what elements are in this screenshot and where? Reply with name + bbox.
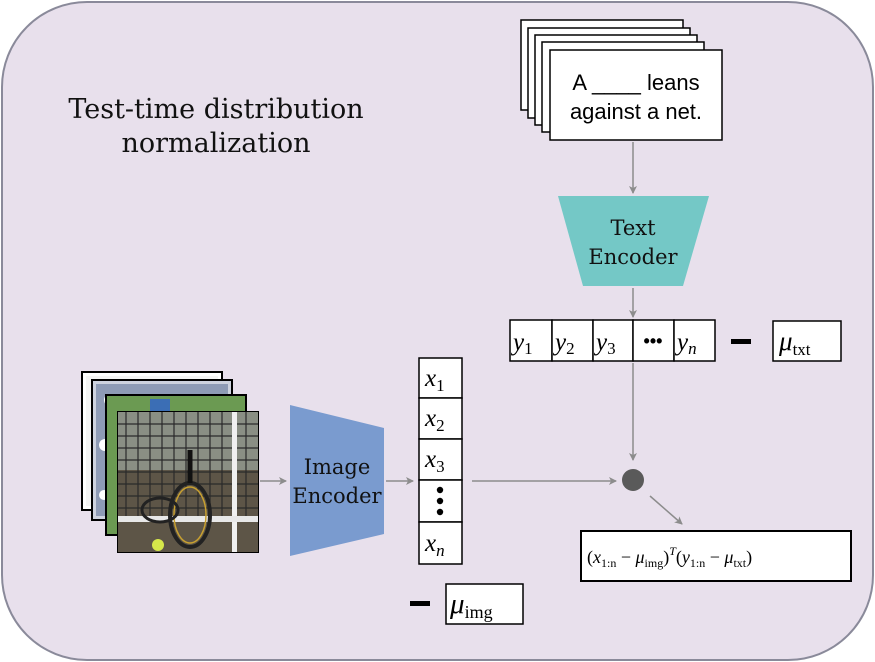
mu-img-label: μimg bbox=[449, 588, 493, 622]
image-embedding-vector: x1 x2 x3 xn bbox=[418, 357, 463, 565]
dot-product-node-icon bbox=[622, 469, 644, 491]
arrow-dot-to-formula bbox=[649, 495, 683, 525]
text-embedding-y2: y2 bbox=[552, 329, 575, 358]
text-embedding-y1: y1 bbox=[510, 329, 533, 358]
diagram-title-line2: normalization bbox=[122, 128, 311, 159]
text-embedding-y3: y3 bbox=[593, 329, 616, 358]
minus-sign-text bbox=[731, 339, 751, 344]
image-embedding-ellipsis bbox=[436, 486, 444, 516]
image-embedding-xn: xn bbox=[424, 530, 445, 560]
text-embedding-ellipsis: ••• bbox=[644, 331, 663, 351]
text-embedding-yn: yn bbox=[674, 329, 697, 358]
image-encoder-label-line2: Encoder bbox=[292, 484, 382, 508]
text-encoder-label-line1: Text bbox=[610, 216, 656, 240]
mu-img-box: μimg bbox=[445, 583, 524, 625]
image-embedding-x2: x2 bbox=[424, 405, 445, 435]
text-encoder-label-line2: Encoder bbox=[588, 245, 678, 269]
similarity-formula: (x1:n − μimg)T(y1:n − μtxt) bbox=[580, 530, 852, 582]
text-encoder-block bbox=[558, 196, 709, 286]
minus-sign-image bbox=[410, 601, 430, 606]
formula-text: (x1:n − μimg)T(y1:n − μtxt) bbox=[587, 544, 752, 570]
image-encoder-block bbox=[290, 405, 384, 556]
image-encoder-label-line1: Image bbox=[304, 455, 371, 479]
text-prompt-card bbox=[549, 49, 723, 141]
text-prompt-line1: A ____ leans bbox=[572, 70, 699, 95]
text-prompt-stack: A ____ leans against a net. bbox=[520, 19, 723, 141]
text-prompt-line2: against a net. bbox=[570, 99, 702, 124]
image-embedding-x3: x3 bbox=[424, 446, 445, 476]
mu-txt-label: μtxt bbox=[778, 326, 811, 359]
mu-txt-box: μtxt bbox=[772, 320, 842, 362]
tennis-racket-photo-stack-icon bbox=[81, 371, 259, 553]
text-embedding-vector: y1 y2 y3 ••• yn bbox=[509, 319, 716, 362]
diagram-title-line1: Test-time distribution bbox=[68, 94, 363, 125]
image-embedding-x1: x1 bbox=[424, 365, 445, 395]
